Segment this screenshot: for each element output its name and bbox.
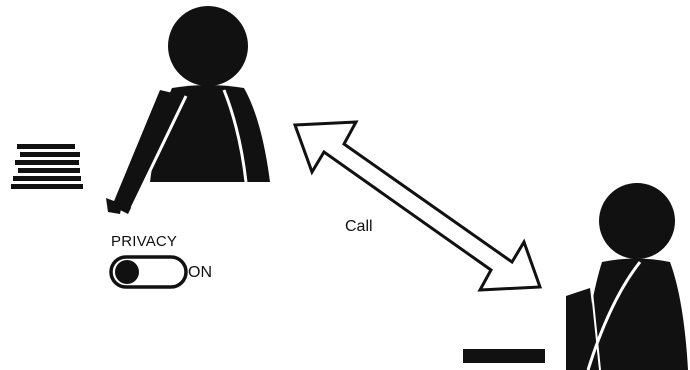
- double-headed-arrow-icon: [292, 120, 543, 292]
- caller-person-icon: [106, 6, 270, 214]
- privacy-label: PRIVACY: [111, 233, 178, 250]
- desk-icon: [463, 349, 545, 363]
- call-label: Call: [345, 218, 373, 235]
- switch-state-label: ON: [188, 264, 212, 281]
- receiver-person-icon: [566, 183, 688, 370]
- toggle-switch-icon: [109, 255, 188, 289]
- stack-of-papers-icon: [11, 144, 83, 189]
